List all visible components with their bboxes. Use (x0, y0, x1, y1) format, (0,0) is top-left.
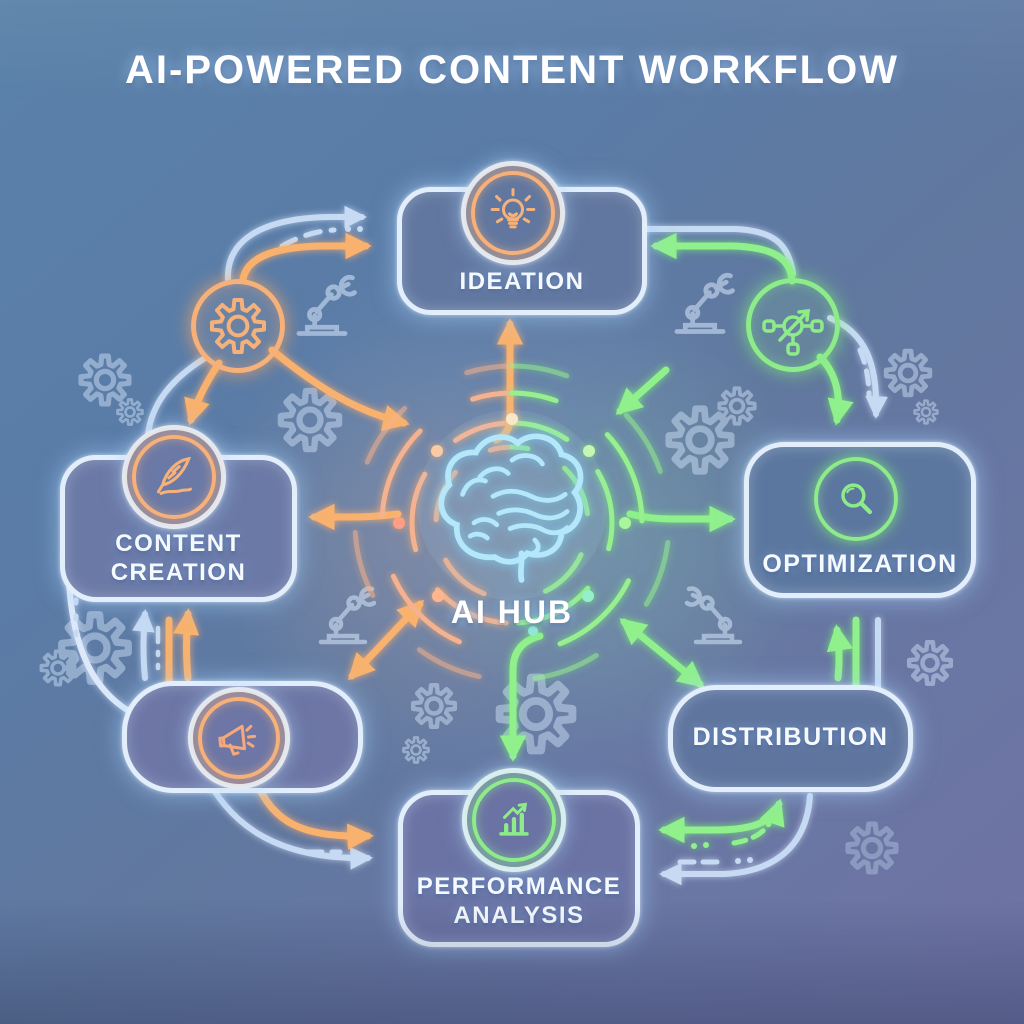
feather-icon (156, 456, 192, 495)
green-connectors (499, 232, 860, 849)
page-title: AI-POWERED CONTENT WORKFLOW (125, 48, 899, 92)
node-distribution: DISTRIBUTION (668, 685, 913, 792)
gear-icon (81, 356, 129, 404)
node-performance-analysis-icon-bump (462, 768, 566, 872)
gear-icon (116, 398, 144, 426)
gear-icon (717, 386, 757, 426)
label-line: PERFORMANCE (416, 873, 622, 900)
node-content-creation-icon-bump (122, 425, 226, 529)
gear-icon (402, 736, 430, 764)
node-content-creation-label: CONTENT CREATION (65, 529, 292, 587)
hub-label: AI HUB (450, 594, 574, 630)
satellite-automation (191, 279, 285, 373)
gear-icon (913, 399, 939, 425)
network-icon (762, 309, 824, 356)
gear-icon (909, 642, 951, 684)
gear-icon (210, 298, 266, 354)
robot-arm-icon (687, 589, 740, 642)
bar-chart-icon (499, 802, 529, 836)
node-ideation-label: IDEATION (459, 268, 585, 295)
node-optimization: OPTIMIZATION (744, 442, 976, 598)
lightbulb-icon (490, 188, 536, 229)
node-optimization-label: OPTIMIZATION (762, 550, 958, 578)
megaphone-icon (218, 724, 257, 756)
node-ideation-icon-bump (461, 161, 565, 265)
hub-rings (352, 363, 672, 683)
robot-arm-icon (299, 277, 355, 333)
label-line: CONTENT (115, 530, 242, 557)
brain-icon (438, 433, 584, 583)
robot-arm-icon (321, 589, 374, 642)
robot-arm-icon (677, 275, 733, 331)
hub-glow-dots (393, 413, 631, 636)
label-line: ANALYSIS (453, 902, 585, 929)
node-distribution-label: DISTRIBUTION (692, 723, 889, 751)
label-line: CREATION (110, 559, 247, 586)
node-performance-analysis-label: PERFORMANCE ANALYSIS (403, 872, 635, 930)
gear-icon (886, 351, 930, 395)
node-promotion-icon-bump (188, 687, 290, 789)
gear-icon (848, 824, 896, 872)
magnifier-icon (841, 483, 873, 515)
gear-icon (413, 685, 455, 727)
gear-icon (281, 391, 339, 449)
satellite-sharing (746, 278, 840, 372)
brain-halo (417, 410, 607, 600)
